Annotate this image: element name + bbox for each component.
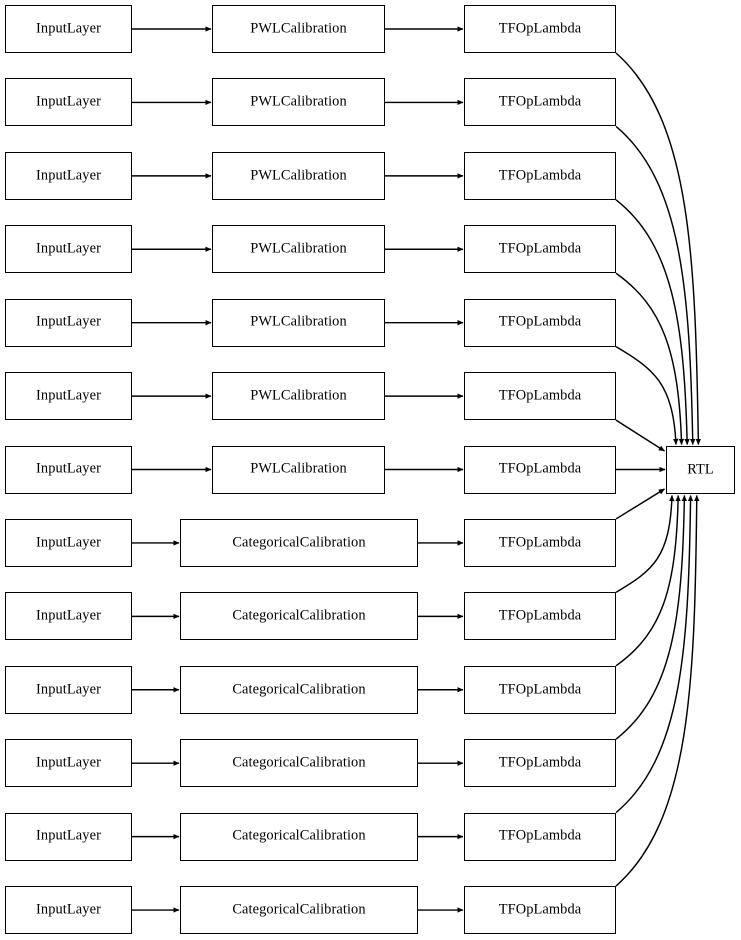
- node-tfoplambda-12[interactable]: TFOpLambda: [464, 812, 616, 861]
- node-tfoplambda-6-label: TFOpLambda: [498, 387, 582, 404]
- node-input-layer-11-label: InputLayer: [36, 754, 101, 771]
- edge-tfoplambda-to-rtl-12: [615, 495, 694, 814]
- node-tfoplambda-8[interactable]: TFOpLambda: [464, 518, 616, 567]
- node-input-layer-7-label: InputLayer: [36, 460, 101, 477]
- edge-tfoplambda-to-rtl-1: [615, 52, 702, 445]
- node-calibration-11-label: CategoricalCalibration: [232, 754, 366, 771]
- node-input-layer-2-label: InputLayer: [36, 93, 101, 110]
- node-calibration-12-label: CategoricalCalibration: [232, 827, 366, 844]
- node-tfoplambda-2-label: TFOpLambda: [498, 93, 582, 110]
- node-tfoplambda-11-label: TFOpLambda: [498, 754, 582, 771]
- node-calibration-4[interactable]: PWLCalibration: [212, 225, 385, 274]
- node-tfoplambda-10[interactable]: TFOpLambda: [464, 665, 616, 714]
- node-input-layer-9[interactable]: InputLayer: [5, 592, 132, 641]
- node-input-layer-3[interactable]: InputLayer: [5, 151, 132, 200]
- node-tfoplambda-9-label: TFOpLambda: [498, 607, 582, 624]
- node-tfoplambda-9[interactable]: TFOpLambda: [464, 592, 616, 641]
- node-tfoplambda-12-label: TFOpLambda: [498, 827, 582, 844]
- node-calibration-7-label: PWLCalibration: [250, 460, 347, 477]
- node-input-layer-2[interactable]: InputLayer: [5, 78, 132, 127]
- edge-tfoplambda-to-rtl-2: [615, 125, 696, 445]
- node-tfoplambda-5[interactable]: TFOpLambda: [464, 298, 616, 347]
- node-tfoplambda-4[interactable]: TFOpLambda: [464, 225, 616, 274]
- node-input-layer-8-label: InputLayer: [36, 534, 101, 551]
- node-input-layer-6[interactable]: InputLayer: [5, 372, 132, 421]
- node-tfoplambda-7[interactable]: TFOpLambda: [464, 445, 616, 494]
- node-tfoplambda-4-label: TFOpLambda: [498, 240, 582, 257]
- node-calibration-9-label: CategoricalCalibration: [232, 607, 366, 624]
- node-input-layer-4[interactable]: InputLayer: [5, 225, 132, 274]
- node-calibration-13-label: CategoricalCalibration: [232, 901, 366, 918]
- node-tfoplambda-10-label: TFOpLambda: [498, 681, 582, 698]
- node-tfoplambda-6[interactable]: TFOpLambda: [464, 372, 616, 421]
- node-tfoplambda-3[interactable]: TFOpLambda: [464, 151, 616, 200]
- node-tfoplambda-2[interactable]: TFOpLambda: [464, 78, 616, 127]
- node-tfoplambda-5-label: TFOpLambda: [498, 313, 582, 330]
- node-calibration-5[interactable]: PWLCalibration: [212, 298, 385, 347]
- node-input-layer-3-label: InputLayer: [36, 167, 101, 184]
- node-calibration-7[interactable]: PWLCalibration: [212, 445, 385, 494]
- node-calibration-10[interactable]: CategoricalCalibration: [180, 665, 418, 714]
- node-calibration-4-label: PWLCalibration: [250, 240, 347, 257]
- edge-tfoplambda-to-rtl-4: [615, 272, 685, 445]
- node-tfoplambda-1[interactable]: TFOpLambda: [464, 5, 616, 53]
- node-rtl[interactable]: RTL: [666, 446, 735, 494]
- node-calibration-1[interactable]: PWLCalibration: [212, 5, 385, 53]
- node-input-layer-10-label: InputLayer: [36, 681, 101, 698]
- edge-tfoplambda-to-rtl-10: [615, 495, 681, 667]
- edge-tfoplambda-to-rtl-8: [615, 488, 665, 520]
- edge-tfoplambda-to-rtl-11: [615, 495, 688, 740]
- node-input-layer-4-label: InputLayer: [36, 240, 101, 257]
- node-input-layer-7[interactable]: InputLayer: [5, 445, 132, 494]
- node-input-layer-10[interactable]: InputLayer: [5, 665, 132, 714]
- node-input-layer-5[interactable]: InputLayer: [5, 298, 132, 347]
- node-tfoplambda-7-label: TFOpLambda: [498, 460, 582, 477]
- node-calibration-8-label: CategoricalCalibration: [232, 534, 366, 551]
- node-input-layer-1[interactable]: InputLayer: [5, 5, 132, 53]
- node-tfoplambda-8-label: TFOpLambda: [498, 534, 582, 551]
- node-calibration-6-label: PWLCalibration: [250, 387, 347, 404]
- node-input-layer-6-label: InputLayer: [36, 387, 101, 404]
- edge-tfoplambda-to-rtl-13: [615, 495, 700, 887]
- node-calibration-2-label: PWLCalibration: [250, 93, 347, 110]
- node-tfoplambda-11[interactable]: TFOpLambda: [464, 739, 616, 788]
- node-tfoplambda-13-label: TFOpLambda: [498, 901, 582, 918]
- node-calibration-12[interactable]: CategoricalCalibration: [180, 812, 418, 861]
- node-input-layer-9-label: InputLayer: [36, 607, 101, 624]
- node-input-layer-11[interactable]: InputLayer: [5, 739, 132, 788]
- node-input-layer-8[interactable]: InputLayer: [5, 518, 132, 567]
- edge-tfoplambda-to-rtl-3: [615, 199, 690, 445]
- node-calibration-6[interactable]: PWLCalibration: [212, 372, 385, 421]
- node-calibration-13[interactable]: CategoricalCalibration: [180, 886, 418, 935]
- node-rtl-label: RTL: [687, 461, 714, 478]
- node-input-layer-13[interactable]: InputLayer: [5, 886, 132, 935]
- node-tfoplambda-13[interactable]: TFOpLambda: [464, 886, 616, 935]
- node-tfoplambda-1-label: TFOpLambda: [498, 20, 582, 37]
- node-calibration-8[interactable]: CategoricalCalibration: [180, 518, 418, 567]
- node-calibration-5-label: PWLCalibration: [250, 313, 347, 330]
- node-calibration-3[interactable]: PWLCalibration: [212, 151, 385, 200]
- node-calibration-3-label: PWLCalibration: [250, 167, 347, 184]
- node-input-layer-13-label: InputLayer: [36, 901, 101, 918]
- edge-tfoplambda-to-rtl-6: [615, 419, 665, 452]
- node-calibration-10-label: CategoricalCalibration: [232, 681, 366, 698]
- node-input-layer-12[interactable]: InputLayer: [5, 812, 132, 861]
- node-input-layer-5-label: InputLayer: [36, 313, 101, 330]
- node-input-layer-12-label: InputLayer: [36, 827, 101, 844]
- node-calibration-9[interactable]: CategoricalCalibration: [180, 592, 418, 641]
- edge-tfoplambda-to-rtl-5: [615, 346, 679, 445]
- edge-tfoplambda-to-rtl-9: [615, 495, 675, 593]
- node-calibration-11[interactable]: CategoricalCalibration: [180, 739, 418, 788]
- node-input-layer-1-label: InputLayer: [36, 20, 101, 37]
- node-calibration-2[interactable]: PWLCalibration: [212, 78, 385, 127]
- node-calibration-1-label: PWLCalibration: [250, 20, 347, 37]
- node-tfoplambda-3-label: TFOpLambda: [498, 167, 582, 184]
